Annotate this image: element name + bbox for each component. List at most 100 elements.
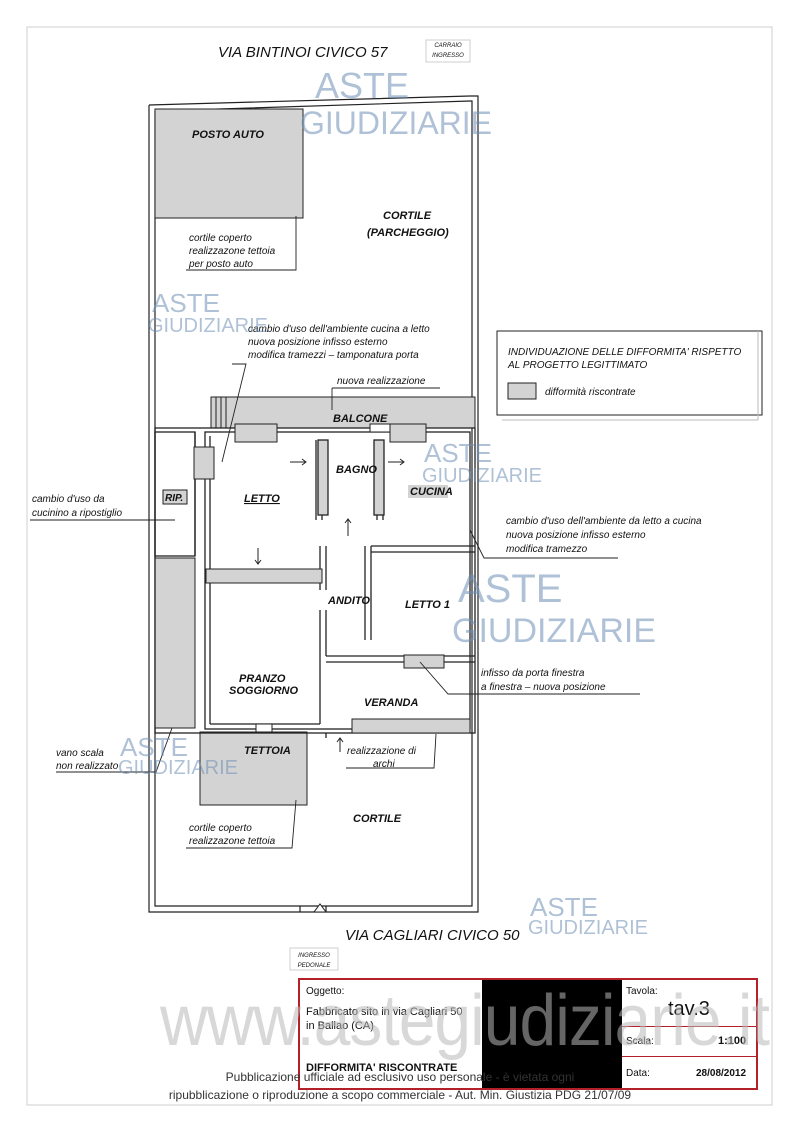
tavola-value: tav.3 bbox=[668, 998, 710, 1020]
direction-arrows bbox=[254, 458, 405, 913]
svg-text:realizzazone tettoia: realizzazone tettoia bbox=[189, 836, 276, 847]
room-bagno: BAGNO bbox=[336, 464, 377, 476]
legend: INDIVIDUAZIONE DELLE DIFFORMITA' RISPETT… bbox=[496, 330, 763, 421]
svg-text:cambio d'uso dell'ambiente da: cambio d'uso dell'ambiente da letto a cu… bbox=[506, 516, 702, 527]
carraio-label-2: INGRESSO bbox=[432, 53, 464, 59]
cucina-tag bbox=[408, 485, 448, 498]
site-watermark: www.astegiudiziarie.it bbox=[160, 979, 770, 1061]
svg-text:cambio d'uso da: cambio d'uso da bbox=[32, 494, 105, 505]
data-value: 28/08/2012 bbox=[696, 1068, 747, 1079]
building-walls bbox=[154, 427, 476, 738]
scala-value: 1:100 bbox=[718, 1035, 747, 1047]
svg-text:GIUDIZIARIE: GIUDIZIARIE bbox=[452, 612, 656, 650]
carraio-box bbox=[425, 39, 471, 63]
tavola-label: Tavola: bbox=[626, 986, 658, 997]
room-letto: LETTO bbox=[244, 493, 280, 505]
leader-lines bbox=[30, 216, 640, 849]
room-soggiorno: SOGGIORNO bbox=[229, 685, 299, 697]
footer-line-1: Pubblicazione ufficiale ad esclusivo uso… bbox=[225, 1070, 575, 1084]
svg-text:modifica tramezzo: modifica tramezzo bbox=[506, 544, 588, 555]
svg-text:ASTE: ASTE bbox=[530, 892, 598, 922]
note-rip: cambio d'uso da cucinino a ripostiglio bbox=[32, 494, 122, 519]
room-tettoia: TETTOIA bbox=[244, 745, 291, 757]
svg-text:realizzazione di: realizzazione di bbox=[347, 746, 417, 757]
room-cortile-top: CORTILE bbox=[383, 210, 432, 222]
oggetto-line-2: in Ballao (CA) bbox=[306, 1020, 374, 1032]
pedonale-box bbox=[289, 947, 339, 971]
svg-text:GIUDIZIARIE: GIUDIZIARIE bbox=[300, 105, 492, 141]
room-parcheggio: (PARCHEGGIO) bbox=[367, 227, 449, 239]
room-pranzo: PRANZO bbox=[239, 673, 286, 685]
svg-text:GIUDIZIARIE: GIUDIZIARIE bbox=[148, 315, 268, 337]
svg-text:ASTE: ASTE bbox=[152, 288, 220, 318]
legend-item: difformità riscontrate bbox=[545, 387, 636, 398]
tb-rule-2 bbox=[622, 1056, 756, 1057]
svg-text:cortile coperto: cortile coperto bbox=[189, 823, 252, 834]
oggetto-line-1: Fabbricato sito in via Cagliari 50 bbox=[306, 1006, 463, 1018]
oggetto-label: Oggetto: bbox=[306, 986, 345, 997]
room-rip: RIP. bbox=[165, 493, 183, 504]
note-tettoia: cortile coperto realizzazone tettoia bbox=[189, 823, 276, 847]
watermark-group: ASTE GIUDIZIARIE ASTE GIUDIZIARIE ASTE G… bbox=[118, 65, 656, 939]
title-block-heading: DIFFORMITA' RISCONTRATE bbox=[306, 1062, 458, 1074]
room-balcone: BALCONE bbox=[333, 413, 388, 425]
tb-rule-1 bbox=[622, 1026, 756, 1027]
rip-tag bbox=[162, 489, 188, 505]
balcone-area bbox=[210, 396, 476, 429]
note-infisso: infisso da porta finestra a finestra – n… bbox=[481, 668, 606, 693]
legend-title-2: AL PROGETTO LEGITTIMATO bbox=[507, 360, 648, 371]
svg-text:GIUDIZIARIE: GIUDIZIARIE bbox=[118, 757, 238, 779]
title-block-right: Tavola: tav.3 Scala: 1:100 Data: 28/08/2… bbox=[622, 980, 756, 1088]
svg-text:non realizzato: non realizzato bbox=[56, 761, 119, 772]
legend-swatch bbox=[507, 382, 537, 400]
infissi bbox=[193, 423, 471, 734]
note-scala: vano scala non realizzato bbox=[56, 748, 119, 772]
svg-text:ASTE: ASTE bbox=[315, 65, 409, 106]
svg-text:ASTE: ASTE bbox=[120, 732, 188, 762]
data-label: Data: bbox=[626, 1068, 650, 1079]
svg-text:ASTE: ASTE bbox=[424, 438, 492, 468]
title-block-oggetto: Oggetto: Fabbricato sito in via Cagliari… bbox=[304, 984, 480, 1088]
street-top: VIA BINTINOI CIVICO 57 bbox=[218, 44, 388, 61]
posto-auto-area bbox=[154, 108, 304, 219]
note-posto-auto: cortile coperto realizzazone tettoia per… bbox=[188, 233, 276, 270]
note-balcone: nuova realizzazione bbox=[337, 376, 426, 387]
room-cucina: CUCINA bbox=[410, 486, 453, 498]
sheet-border bbox=[26, 26, 773, 1106]
street-bottom: VIA CAGLIARI CIVICO 50 bbox=[345, 927, 520, 944]
room-cortile-bottom: CORTILE bbox=[353, 813, 402, 825]
note-letto: cambio d'uso dell'ambiente cucina a lett… bbox=[248, 324, 430, 361]
redacted-area bbox=[482, 980, 622, 1088]
svg-text:GIUDIZIARIE: GIUDIZIARIE bbox=[528, 917, 648, 939]
svg-text:vano scala: vano scala bbox=[56, 748, 104, 759]
svg-text:a finestra – nuova posizione: a finestra – nuova posizione bbox=[481, 682, 606, 693]
svg-text:ASTE: ASTE bbox=[458, 567, 562, 611]
title-block: Oggetto: Fabbricato sito in via Cagliari… bbox=[298, 978, 758, 1090]
svg-text:per posto auto: per posto auto bbox=[188, 259, 253, 270]
note-archi: realizzazione di archi bbox=[347, 746, 417, 770]
carraio-label-1: CARRAIO bbox=[434, 43, 462, 49]
lot-boundary bbox=[148, 95, 479, 913]
pedonale-label-2: PEDONALE bbox=[298, 963, 332, 969]
svg-text:nuova posizione infisso estern: nuova posizione infisso esterno bbox=[506, 530, 646, 541]
room-letto1: LETTO 1 bbox=[405, 599, 450, 611]
scala-label: Scala: bbox=[626, 1036, 654, 1047]
svg-text:cucinino a ripostiglio: cucinino a ripostiglio bbox=[32, 508, 122, 519]
svg-text:cortile coperto: cortile coperto bbox=[189, 233, 252, 244]
svg-text:nuova posizione infisso estern: nuova posizione infisso esterno bbox=[248, 337, 388, 348]
legend-title-1: INDIVIDUAZIONE DELLE DIFFORMITA' RISPETT… bbox=[508, 347, 741, 358]
svg-text:cambio d'uso dell'ambiente cuc: cambio d'uso dell'ambiente cucina a lett… bbox=[248, 324, 430, 335]
svg-text:infisso da porta finestra: infisso da porta finestra bbox=[481, 668, 585, 679]
pedonale-label-1: INGRESSO bbox=[298, 953, 330, 959]
note-cucina: cambio d'uso dell'ambiente da letto a cu… bbox=[506, 516, 702, 555]
room-andito: ANDITO bbox=[327, 595, 370, 607]
svg-text:archi: archi bbox=[373, 759, 395, 770]
footer-line-2: ripubblicazione o riproduzione a scopo c… bbox=[168, 1088, 632, 1102]
tettoia-area bbox=[199, 731, 308, 806]
svg-text:modifica tramezzi – tamponatur: modifica tramezzi – tamponatura porta bbox=[248, 350, 419, 361]
svg-text:realizzazone tettoia: realizzazone tettoia bbox=[189, 246, 276, 257]
vano-scala-area bbox=[154, 557, 196, 729]
svg-text:GIUDIZIARIE: GIUDIZIARIE bbox=[422, 465, 542, 487]
room-posto-auto: POSTO AUTO bbox=[192, 129, 264, 141]
